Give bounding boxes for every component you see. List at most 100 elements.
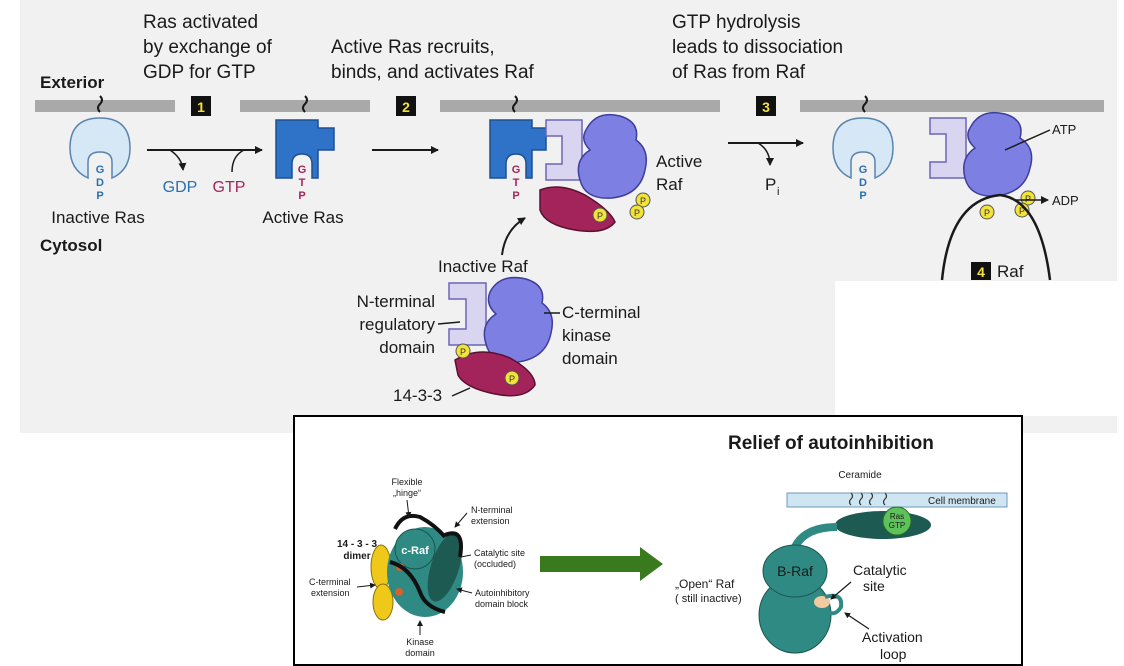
phosphate-circle	[1020, 190, 1036, 206]
gtp-letter: P	[512, 190, 519, 202]
ras-membrane-anchor	[835, 511, 931, 539]
phosphate-circle	[1014, 202, 1030, 218]
recruit-arrow	[501, 217, 526, 256]
ras-gtp-circle	[882, 506, 912, 536]
catalytic-occluded-pointer	[460, 554, 472, 558]
adp-label: ADP	[1052, 193, 1079, 208]
1433-dimer-part	[372, 583, 394, 621]
autoinhibition-diagram: Relief of autoinhibition c-Raf Flexible …	[309, 433, 1008, 662]
phosphate-circle	[455, 343, 471, 359]
phosphate-label: P	[640, 196, 646, 206]
nterm-ext-pointer	[454, 512, 468, 528]
braf-catalytic-site	[814, 596, 830, 608]
dimer-label: dimer	[343, 551, 370, 562]
pi-subscript: i	[777, 186, 779, 198]
hinge-pointer	[405, 499, 412, 518]
phosphate-circle	[504, 370, 520, 386]
dimer-label: 14 - 3 - 3	[337, 539, 377, 550]
catalytic-site-label: site	[863, 578, 885, 594]
cterm-label: C-terminal	[562, 303, 640, 322]
transition-arrow-head	[640, 547, 663, 581]
pi-arrow	[757, 142, 774, 166]
craf-label: c-Raf	[401, 545, 429, 557]
cytosol-label: Cytosol	[40, 236, 102, 255]
activation-loop-pointer	[844, 612, 870, 630]
cterm-ext-pointer	[356, 582, 376, 589]
membrane-segment	[440, 100, 720, 112]
membrane-segment	[35, 100, 175, 112]
active-ras-label: Active Ras	[262, 208, 343, 227]
step1-text: GDP for GTP	[143, 62, 256, 83]
raf-kinase-domain	[483, 276, 554, 363]
phosphate-label: P	[1025, 194, 1031, 204]
gdp-letter: P	[96, 190, 103, 202]
autoinhibitory-block	[427, 532, 463, 602]
phosphate-circle	[979, 204, 995, 220]
bound-ras-shape	[489, 119, 547, 179]
phosphate-label: P	[1019, 206, 1025, 216]
step1-text: by exchange of	[143, 37, 273, 58]
cterm-label: domain	[562, 349, 618, 368]
gtp-letter: G	[298, 164, 307, 176]
step3-number: 3	[762, 99, 770, 115]
phosphate-circle	[592, 207, 608, 223]
craf-head	[394, 528, 436, 570]
gdp-letter: G	[859, 164, 868, 176]
step3-text: GTP hydrolysis	[672, 12, 800, 33]
cterm-ext-label: extension	[311, 588, 350, 598]
exterior-label: Exterior	[40, 73, 105, 92]
nterm-label: domain	[379, 338, 435, 357]
nterm-pointer	[437, 321, 461, 325]
lipid-anchor	[862, 95, 868, 113]
inactive-ras-shape	[832, 117, 894, 180]
ceramide-label: Ceramide	[838, 470, 882, 481]
lipid-anchor	[97, 95, 103, 113]
gdp-letter: P	[859, 190, 866, 202]
ras-label: Ras	[890, 512, 904, 521]
phosphate-circle	[629, 204, 645, 220]
step1-number: 1	[197, 99, 205, 115]
protein-1433-label: 14-3-3	[393, 386, 442, 405]
activation-loop-label: Activation	[862, 629, 923, 645]
step3-text: leads to dissociation	[672, 37, 843, 58]
pi-label: P	[765, 175, 776, 194]
ras-gtp-label: GTP	[889, 521, 905, 530]
atp-pointer	[1004, 129, 1051, 151]
step2-text: Active Ras recruits,	[331, 37, 495, 58]
gdp-letter: D	[859, 177, 867, 189]
raf-kinase-domain	[577, 113, 648, 199]
cterm-label: kinase	[562, 326, 611, 345]
transition-arrow-body	[540, 556, 640, 572]
lipid-anchor	[302, 95, 308, 113]
cterm-ext-label: C-terminal	[309, 577, 351, 587]
flexible-hinge	[393, 513, 447, 539]
gtp-letter: G	[512, 164, 521, 176]
cterm-extension-line	[389, 560, 446, 614]
phosphate-circle	[635, 192, 651, 208]
nterm-ext-label: extension	[471, 516, 510, 526]
gtp-in-arrow	[231, 149, 245, 173]
open-raf-label: „Open“ Raf	[675, 577, 735, 591]
raf-loop-curve	[940, 193, 1052, 281]
gdp-letter: D	[96, 177, 104, 189]
gdp-letter: G	[96, 164, 105, 176]
gdp-out-arrow	[169, 149, 187, 171]
inactive-ras-label: Inactive Ras	[51, 208, 145, 227]
ceramide-anchors	[848, 492, 888, 506]
lipid-anchor	[512, 95, 518, 113]
step4-badge	[971, 262, 991, 280]
catalytic-site-label: Catalytic	[853, 562, 907, 578]
step4-raf-label: Raf	[997, 262, 1024, 281]
inactive-ras-shape	[69, 117, 131, 180]
flexible-hinge-label: Flexible	[391, 477, 422, 487]
braf-label: B-Raf	[777, 563, 813, 579]
gtp-letter: T	[513, 177, 520, 189]
raf-linker	[791, 523, 838, 550]
phosphate-label: P	[984, 208, 990, 218]
activation-loop-label: loop	[880, 646, 907, 662]
phosphate-label: P	[509, 374, 515, 384]
kinase-domain-label: Kinase	[406, 637, 434, 647]
panel-title: Relief of autoinhibition	[728, 433, 934, 454]
step4-number: 4	[977, 264, 985, 280]
nterm-label: regulatory	[359, 315, 435, 334]
